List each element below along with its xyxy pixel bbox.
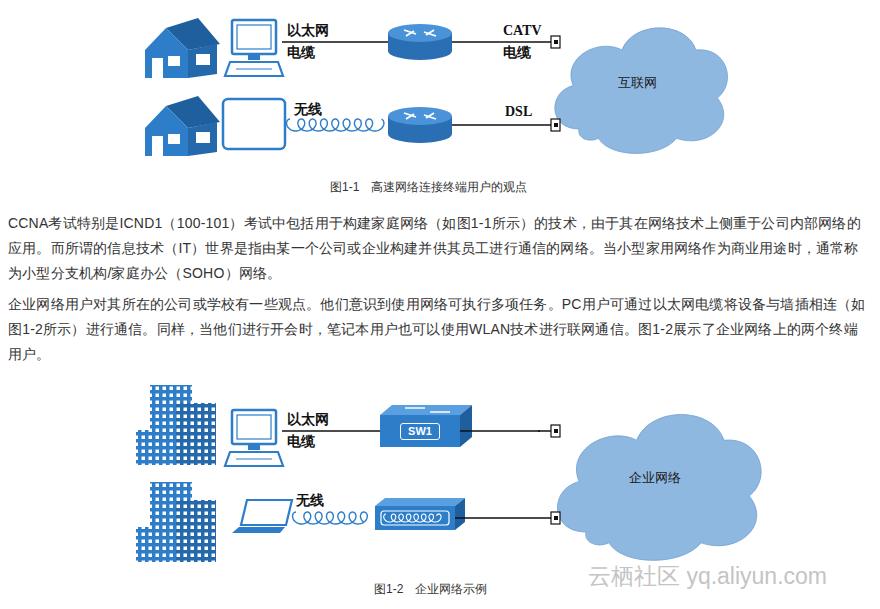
router-icon — [388, 107, 452, 143]
wireless-label: 无线 — [296, 490, 324, 512]
switch-icon — [380, 405, 472, 415]
figure-caption: 图1-2 企业网络示例 — [374, 581, 487, 597]
ethernet-cable — [282, 430, 380, 432]
dsl-cable — [452, 124, 552, 126]
connector — [460, 430, 540, 432]
house-icon — [145, 18, 220, 78]
ethernet-cable — [538, 430, 552, 432]
tablet-icon — [223, 99, 285, 149]
ethernet-cable — [455, 517, 552, 519]
router-icon — [388, 24, 452, 60]
access-point-icon — [375, 498, 465, 530]
access-point-icon — [375, 498, 465, 506]
link-type-label: DSL — [505, 101, 532, 123]
wall-jack — [554, 429, 558, 433]
cable-label: 以太网 电缆 — [287, 409, 333, 453]
wall-jack — [554, 516, 558, 520]
switch-icon — [460, 405, 472, 447]
laptop-icon — [232, 500, 292, 533]
desktop-pc-icon — [225, 410, 283, 466]
cable-label: CATV 电缆 — [503, 20, 549, 64]
cloud-node: 互联网 — [540, 5, 735, 160]
wall-jack — [551, 119, 560, 131]
wall-jack — [551, 36, 560, 48]
catv-cable — [452, 41, 552, 43]
laptop-icon — [232, 527, 285, 533]
office-building-icon — [136, 385, 216, 465]
office-building-icon — [136, 482, 216, 562]
switch-icon — [405, 407, 425, 409]
wall-jack — [551, 119, 560, 131]
cloud-label: 企业网络 — [629, 469, 681, 487]
wall-jack — [554, 40, 558, 44]
cloud-shape — [557, 415, 761, 561]
cloud-node: 企业网络 — [540, 388, 770, 568]
switch-icon — [430, 411, 450, 413]
body-paragraph: 企业网络用户对其所在的公司或学校有一些观点。他们意识到使用网络可执行多项任务。P… — [8, 292, 870, 367]
ethernet-cable — [282, 41, 388, 43]
cloud-label: 互联网 — [618, 74, 657, 92]
cloud-shape — [555, 28, 728, 154]
wall-jack — [551, 36, 560, 48]
wall-jack — [551, 425, 560, 437]
switch-icon — [405, 408, 450, 412]
wall-jack — [554, 123, 558, 127]
body-paragraph: CCNA考试特别是ICND1（100-101）考试中包括用于构建家庭网络（如图1… — [8, 211, 870, 286]
figure-caption: 图1-1 高速网络连接终端用户的观点 — [330, 179, 527, 195]
access-point-icon — [455, 498, 465, 530]
wall-jack — [551, 425, 560, 437]
desktop-pc-icon — [225, 20, 283, 76]
access-point-icon — [381, 511, 449, 525]
switch-node: SW1 — [380, 415, 460, 447]
house-icon — [145, 96, 220, 156]
access-point-icon — [384, 514, 441, 522]
switch-label: SW1 — [400, 423, 440, 440]
watermark: 云栖社区 yq.aliyun.com — [588, 562, 827, 590]
wireless-label: 无线 — [294, 99, 322, 121]
access-point-icon — [375, 506, 455, 530]
wireless-link — [293, 512, 368, 524]
switch-icon — [380, 405, 472, 447]
wireless-link — [287, 119, 384, 131]
cable-label: 以太网 电缆 — [287, 20, 333, 64]
laptop-icon — [241, 500, 292, 525]
